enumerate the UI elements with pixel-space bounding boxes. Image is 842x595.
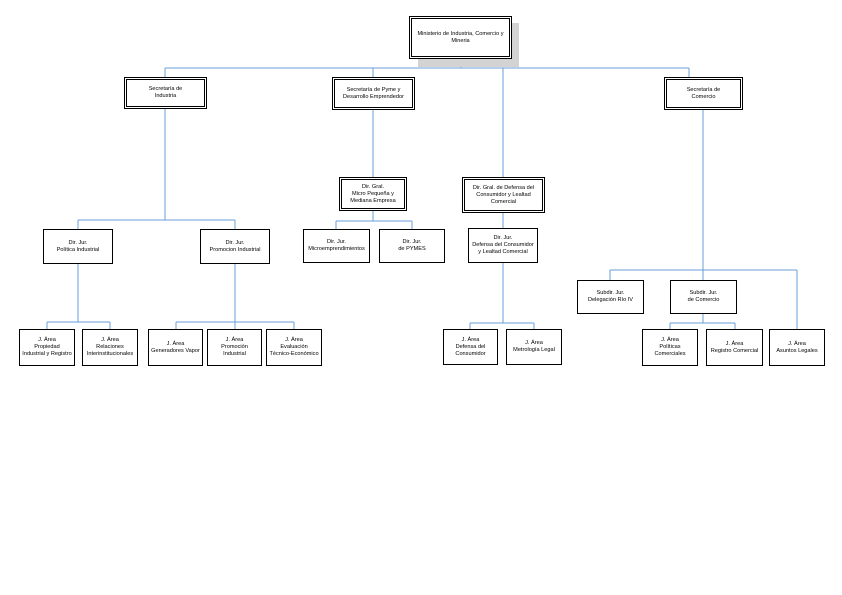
node-area-propiedad[interactable]: J. Área Propiedad Industrial y Registro bbox=[19, 329, 75, 366]
line-pyme-bus bbox=[335, 211, 413, 229]
node-dir-politica[interactable]: Dir. Jur. Política Industrial bbox=[43, 229, 113, 264]
node-dir-micro[interactable]: Dir. Jur. Microemprendimientos bbox=[303, 229, 370, 263]
node-area-evaluacion[interactable]: J. Área Evaluación Técnico-Económico bbox=[266, 329, 322, 366]
node-area-asuntos[interactable]: J. Área Asuntos Legales bbox=[769, 329, 825, 366]
node-dir-pymes[interactable]: Dir. Jur. de PYMES bbox=[379, 229, 445, 263]
node-subdir-rio[interactable]: Subdir. Jur. Delegación Río IV bbox=[577, 280, 644, 314]
node-area-politicas[interactable]: J. Área Políticas Comerciales bbox=[642, 329, 698, 366]
node-sec-pyme[interactable]: Secretaría de Pyme y Desarrollo Emprende… bbox=[332, 77, 415, 110]
node-dir-defensa[interactable]: Dir. Jur. Defensa del Consumidor y Lealt… bbox=[468, 228, 538, 263]
node-sec-comercio[interactable]: Secretaría de Comercio bbox=[664, 77, 743, 110]
node-dir-gral-defensa[interactable]: Dir. Gral. de Defensa del Consumidor y L… bbox=[462, 177, 545, 213]
line-politica-areas bbox=[46, 264, 111, 329]
node-area-promocion[interactable]: J. Área Promoción Industrial bbox=[207, 329, 262, 366]
line-defensa-areas bbox=[469, 263, 535, 329]
node-dir-promocion[interactable]: Dir. Jur. Promocion Industrial bbox=[200, 229, 270, 264]
connector-group bbox=[46, 60, 798, 329]
node-area-metrologia[interactable]: J. Área Metrología Legal bbox=[506, 329, 562, 365]
node-dir-gral-pyme[interactable]: Dir. Gral. Micro Pequeña y Mediana Empre… bbox=[339, 177, 407, 211]
node-ministerio[interactable]: Ministerio de Industria, Comercio y Mine… bbox=[409, 16, 512, 59]
node-area-defensa[interactable]: J. Área Defensa del Consumidor bbox=[443, 329, 498, 365]
node-sec-industria[interactable]: Secretaría de Industria bbox=[124, 77, 207, 109]
node-area-relaciones[interactable]: J. Área Relaciones Interinstitucionales bbox=[82, 329, 138, 366]
line-subdir-comercio-areas bbox=[669, 314, 736, 329]
line-promocion-areas bbox=[175, 264, 295, 329]
node-subdir-comercio[interactable]: Subdir. Jur. de Comercio bbox=[670, 280, 737, 314]
line-comercio-bus bbox=[609, 269, 798, 329]
node-area-generadores[interactable]: J. Área Generadores Vapor bbox=[148, 329, 203, 366]
node-area-registro[interactable]: J. Área Registro Comercial bbox=[706, 329, 763, 366]
